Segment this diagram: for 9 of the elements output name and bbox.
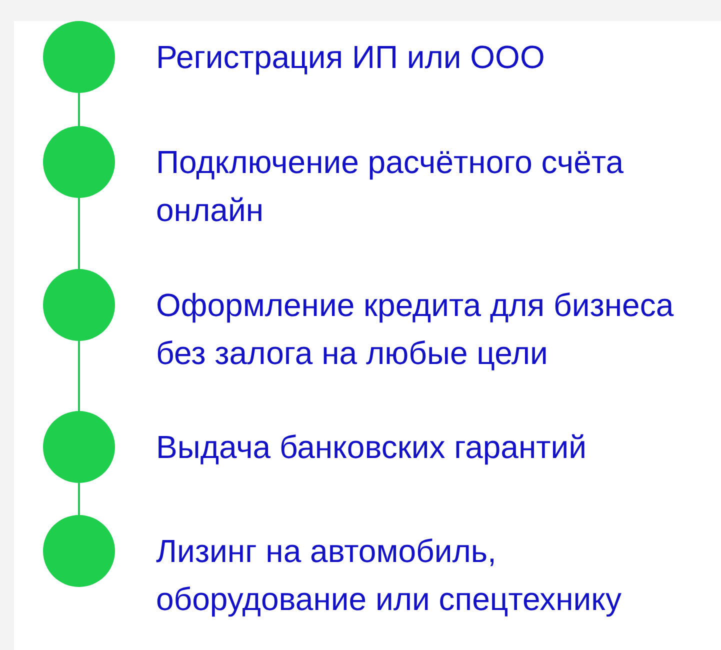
step-label: Выдача банковских гарантий — [156, 428, 588, 467]
connector-line — [78, 341, 80, 411]
connector-line — [78, 198, 80, 269]
step-label: Регистрация ИП или ООО — [156, 38, 546, 77]
step-label: Лизинг на автомобиль, оборудование или спецтехнику — [156, 532, 622, 619]
step-label: Оформление кредита для бизнеса без залога на любые цели — [156, 286, 675, 373]
connector-line — [78, 483, 80, 515]
connector-line — [78, 93, 80, 126]
step-label: Подключение расчётного счёта онлайн — [156, 143, 624, 230]
